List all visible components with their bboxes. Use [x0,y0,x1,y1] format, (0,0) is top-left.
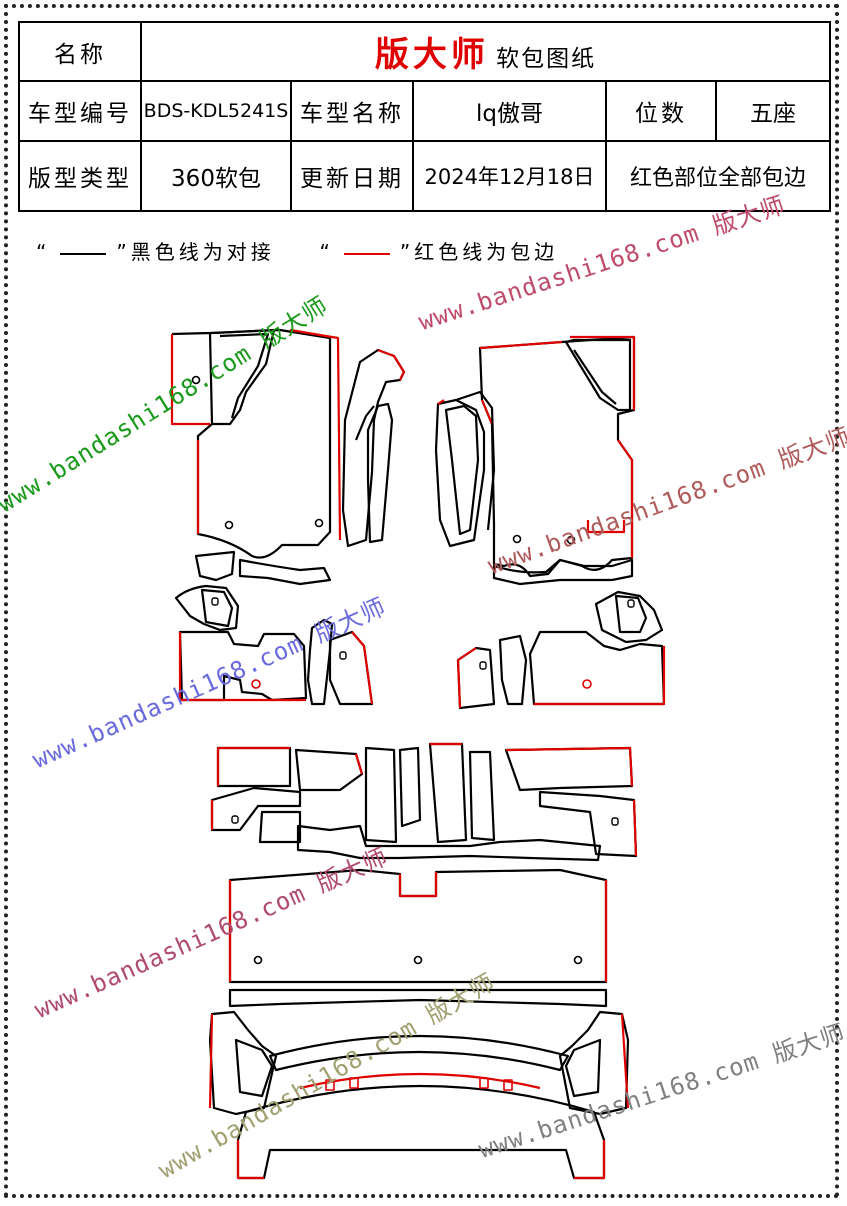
rear-trunk-pieces [208,988,630,1180]
model-code-label: 车型编号 [18,80,142,142]
legend-black-text: 黑色线为对接 [130,240,275,264]
right-sill-strips [434,390,496,548]
title-cell: 版大师 软包图纸 [139,21,832,82]
note-value: 红色部位全部包边 [604,140,832,212]
line-legend: “”黑色线为对接 “”红色线为包边 [36,236,558,265]
legend-open-quote: “ [36,240,51,264]
front-left-mat [170,328,342,559]
model-name: lq傲哥 [412,80,607,142]
rear-floor-panel [228,868,608,984]
red-line-sample [343,252,390,255]
black-line-sample [60,252,107,255]
legend-red-text: 红色线为包边 [414,240,559,264]
center-console-pieces [210,742,638,862]
name-label: 名称 [18,21,142,82]
date-value: 2024年12月18日 [412,140,607,212]
date-label: 更新日期 [290,140,414,212]
title-suffix: 软包图纸 [496,46,597,72]
model-code: BDS-KDL5241S [140,80,292,142]
legend-open-quote: “ [319,240,334,264]
spec-table: 名称 版大师 软包图纸 车型编号 BDS-KDL5241S 车型名称 lq傲哥 … [18,21,832,212]
legend-close-quote: ” [116,240,131,264]
mid-left-pieces [174,550,374,706]
seats-label: 位数 [605,80,717,142]
type-label: 版型类型 [18,140,142,212]
left-sill-strips [341,348,406,548]
legend-close-quote: ” [399,240,415,264]
brand-name: 版大师 [374,35,489,75]
seats-value: 五座 [714,80,832,142]
type-value: 360软包 [140,140,292,212]
model-name-label: 车型名称 [290,80,414,142]
page-frame [4,4,839,1198]
mid-right-pieces [456,558,666,710]
